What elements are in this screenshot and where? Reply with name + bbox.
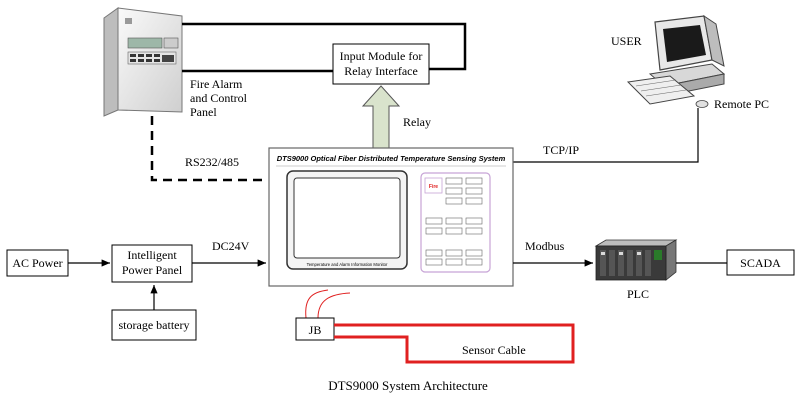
rs232-line <box>150 116 268 182</box>
fire-panel-label-line1: Fire Alarm <box>190 77 243 91</box>
input-module-box <box>332 43 430 85</box>
sensor-cable-label: Sensor Cable <box>462 343 526 357</box>
rs232-label: RS232/485 <box>185 155 239 169</box>
jb-box <box>295 317 335 341</box>
fire-panel-label-line3: Panel <box>190 105 217 119</box>
battery-label: storage battery <box>119 318 190 332</box>
jb-fiber-1 <box>305 289 329 319</box>
plc-rack-icon <box>594 239 678 281</box>
scada-label: SCADA <box>740 256 781 270</box>
input-module-label-line2: Relay Interface <box>344 64 418 78</box>
scada-box <box>726 249 795 276</box>
power-panel-label-line2: Power Panel <box>122 263 183 277</box>
jb-fiber-2 <box>317 292 351 319</box>
tcpip-label: TCP/IP <box>543 143 579 157</box>
sensor-cable-loop <box>334 323 575 364</box>
remote-pc-label: Remote PC <box>714 97 769 111</box>
dc24v-label: DC24V <box>212 239 250 253</box>
figure-caption: DTS9000 System Architecture <box>328 378 488 393</box>
monitor-screen <box>293 177 401 259</box>
power-panel-box <box>111 244 193 283</box>
battery-box <box>111 309 197 341</box>
input-module-label-line1: Input Module for <box>340 49 423 63</box>
plc-label: PLC <box>627 287 649 301</box>
computer-icon <box>626 14 726 108</box>
fire-panel-label-line2: and Control <box>190 91 248 105</box>
modbus-label: Modbus <box>525 239 565 253</box>
fire-indicator-label: Fire <box>429 184 438 190</box>
ac-power-box <box>6 249 69 277</box>
monitor-caption: Temperature and Alarm Information Monito… <box>307 262 388 267</box>
control-button-grid <box>425 177 483 266</box>
dts-unit-title: DTS9000 Optical Fiber Distributed Temper… <box>277 154 506 163</box>
user-label: USER <box>611 34 642 48</box>
tcpip-line <box>513 108 699 163</box>
relay-loop-line <box>182 22 467 71</box>
relay-link-label: Relay <box>403 115 431 129</box>
relay-arrow <box>361 85 401 149</box>
power-panel-label-line1: Intelligent <box>127 248 177 262</box>
fire-indicator <box>424 177 443 194</box>
jb-label: JB <box>309 323 322 337</box>
fire-alarm-panel-icon <box>103 7 183 117</box>
ac-power-label: AC Power <box>12 256 62 270</box>
